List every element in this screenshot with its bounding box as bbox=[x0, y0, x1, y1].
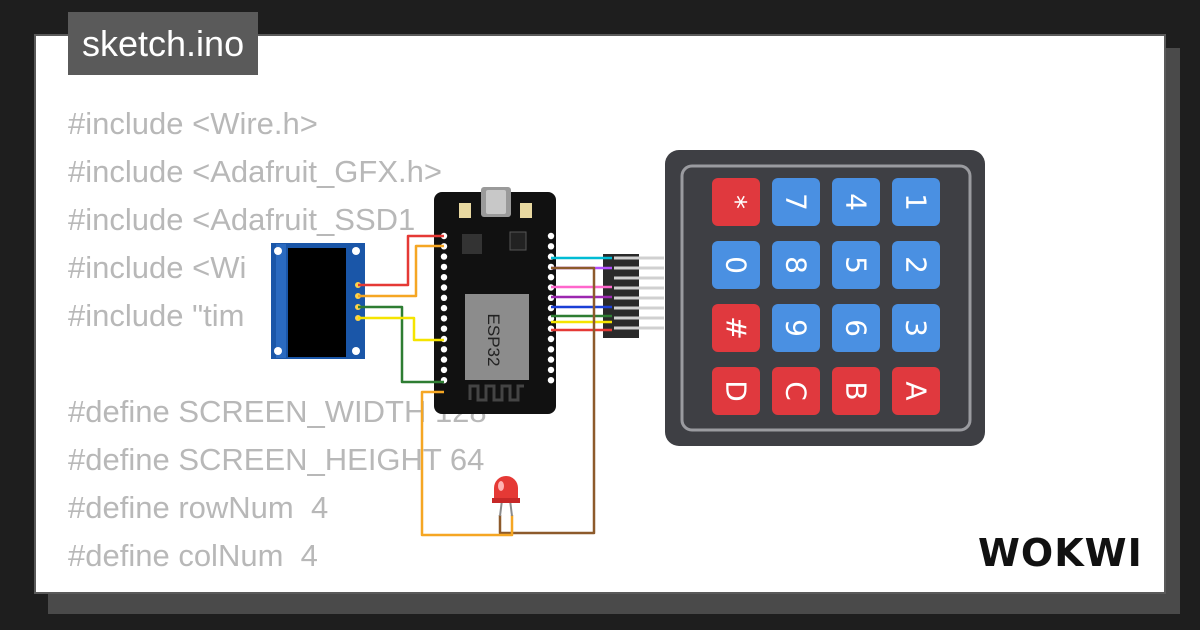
code-line: #define SCREEN_HEIGHT 64 bbox=[68, 442, 485, 477]
keypad-key-label: 8 bbox=[780, 256, 813, 274]
wokwi-logo: WOKWI bbox=[978, 531, 1143, 575]
header-pin[interactable] bbox=[547, 366, 555, 374]
header-pin[interactable] bbox=[547, 346, 555, 353]
keypad-key[interactable]: 7 bbox=[772, 178, 820, 226]
header-pin[interactable] bbox=[440, 294, 448, 301]
keypad-key-label: 7 bbox=[780, 193, 813, 211]
header-pin[interactable] bbox=[547, 335, 555, 343]
code-line: #define rowNum 4 bbox=[68, 490, 329, 525]
keypad-key[interactable]: 2 bbox=[892, 241, 940, 289]
keypad-key[interactable]: 0 bbox=[712, 241, 760, 289]
keypad-key-label: # bbox=[720, 316, 753, 339]
code-line: #include <Adafruit_SSD1 bbox=[68, 202, 416, 237]
header-pin[interactable] bbox=[547, 243, 555, 250]
button-boot bbox=[520, 203, 532, 218]
code-line: #include <Wi bbox=[68, 250, 247, 285]
header-pin[interactable] bbox=[440, 304, 448, 312]
esp32-board[interactable]: ESP32 bbox=[434, 187, 556, 414]
code-line: #define colNum 4 bbox=[68, 538, 318, 573]
code-line: #include <Wire.h> bbox=[68, 106, 318, 141]
keypad-key-label: C bbox=[780, 381, 813, 401]
antenna-trace bbox=[468, 384, 524, 402]
keypad-key-label: 1 bbox=[900, 193, 933, 211]
wire-scl bbox=[358, 305, 444, 384]
file-tab-sketch[interactable]: sketch.ino bbox=[68, 12, 259, 75]
svg-text:WOKWI: WOKWI bbox=[978, 531, 1143, 575]
header-pin[interactable] bbox=[440, 263, 448, 271]
keypad-key[interactable]: 3 bbox=[892, 304, 940, 352]
keypad-pins bbox=[614, 256, 664, 330]
keypad-key[interactable]: C bbox=[772, 367, 820, 415]
header-pin[interactable] bbox=[547, 232, 555, 240]
led-red[interactable] bbox=[492, 476, 520, 517]
keypad-key-label: 0 bbox=[720, 256, 753, 274]
board-label: ESP32 bbox=[484, 314, 503, 367]
keypad-key-label: 2 bbox=[900, 256, 933, 274]
keypad-key-label: 4 bbox=[840, 193, 873, 211]
wroom-module bbox=[465, 294, 529, 382]
header-pin[interactable] bbox=[547, 377, 555, 384]
wire-vcc bbox=[358, 244, 444, 298]
header-pin[interactable] bbox=[440, 253, 448, 260]
keypad-key-label: 6 bbox=[840, 319, 873, 337]
oled-display[interactable] bbox=[271, 243, 365, 359]
header-pin[interactable] bbox=[440, 284, 448, 291]
wire-sda bbox=[358, 316, 444, 342]
header-pin[interactable] bbox=[440, 366, 448, 374]
keypad-key-label: 9 bbox=[780, 319, 813, 337]
keypad-key[interactable]: 5 bbox=[832, 241, 880, 289]
keypad-key[interactable]: A bbox=[892, 367, 940, 415]
header-pin[interactable] bbox=[440, 325, 448, 332]
keypad-key[interactable]: 9 bbox=[772, 304, 820, 352]
header-pin[interactable] bbox=[440, 356, 448, 363]
keypad-key-label: 5 bbox=[840, 256, 873, 274]
keypad-4x4[interactable]: * 7 4 1 0 8 5 2 #9 6 3D C B A bbox=[603, 150, 985, 446]
keypad-key[interactable]: 8 bbox=[772, 241, 820, 289]
keypad-key[interactable]: 1 bbox=[892, 178, 940, 226]
header-pin[interactable] bbox=[547, 274, 555, 281]
code-line: #include <Adafruit_GFX.h> bbox=[68, 154, 442, 189]
header-pin[interactable] bbox=[440, 274, 448, 281]
keypad-key-label: B bbox=[840, 381, 873, 400]
keypad-key[interactable]: # bbox=[712, 304, 760, 352]
wire-led-cathode bbox=[498, 266, 596, 535]
code-editor[interactable]: #include <Wire.h> #include <Adafruit_GFX… bbox=[68, 100, 487, 580]
oled-screen bbox=[288, 248, 346, 357]
usb-chip bbox=[462, 234, 482, 254]
keypad-key-label: A bbox=[900, 381, 933, 400]
keypad-key[interactable]: B bbox=[832, 367, 880, 415]
keypad-key-label: * bbox=[720, 195, 753, 209]
wire-led-anode bbox=[420, 390, 514, 537]
keypad-keys: * 7 4 1 0 8 5 2 #9 6 3D C B A bbox=[712, 178, 940, 415]
header-pin[interactable] bbox=[440, 315, 448, 322]
pins-left bbox=[440, 232, 448, 384]
header-pin[interactable] bbox=[547, 356, 555, 363]
keypad-key[interactable]: * bbox=[712, 178, 760, 226]
wires bbox=[358, 234, 612, 537]
keypad-key[interactable]: 6 bbox=[832, 304, 880, 352]
keypad-key[interactable]: 4 bbox=[832, 178, 880, 226]
keypad-key[interactable]: D bbox=[712, 367, 760, 415]
code-line: #include "tim bbox=[68, 298, 245, 333]
button-en bbox=[459, 203, 471, 218]
keypad-key-label: D bbox=[720, 380, 753, 402]
keypad-key-label: 3 bbox=[900, 319, 933, 337]
wire-gnd bbox=[358, 234, 444, 287]
regulator bbox=[509, 231, 527, 251]
header-pin[interactable] bbox=[440, 346, 448, 353]
